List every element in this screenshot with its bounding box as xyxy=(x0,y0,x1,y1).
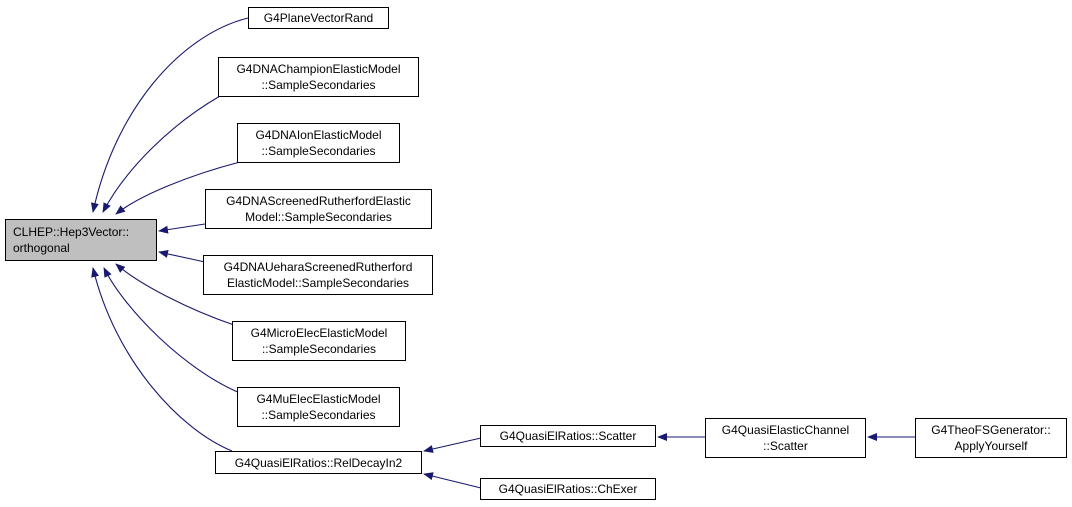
graph-node-muelec[interactable]: G4MuElecElasticModel::SampleSecondaries xyxy=(237,387,400,427)
edge-chexer-to-reldecay xyxy=(423,472,482,489)
graph-node-champion[interactable]: G4DNAChampionElasticModel::SampleSeconda… xyxy=(218,57,419,97)
edge-ion-to-root xyxy=(115,161,241,215)
node-label-line: CLHEP::Hep3Vector:: xyxy=(13,225,130,239)
graph-node-microelec[interactable]: G4MicroElecElasticModel::SampleSecondari… xyxy=(232,321,406,361)
edge-muelec-to-root xyxy=(103,267,241,394)
node-label-line: G4MuElecElasticModel xyxy=(256,392,381,406)
edge-reldecay-to-root xyxy=(91,267,233,452)
graph-node-reldecay[interactable]: G4QuasiElRatios::RelDecayIn2 xyxy=(215,451,422,474)
edge-screened-to-root xyxy=(158,223,206,234)
node-label-line: ::SampleSecondaries xyxy=(261,342,377,356)
edge-scatter-to-reldecay xyxy=(423,437,482,453)
node-label-line: ApplyYourself xyxy=(954,439,1028,453)
node-label-line: ::Scatter xyxy=(763,439,808,453)
node-label-line: G4DNAUeharaScreenedRutherford xyxy=(223,260,413,274)
node-label-line: G4PlaneVectorRand xyxy=(263,11,374,25)
node-label-line: G4MicroElecElasticModel xyxy=(250,326,388,340)
edge-champion-to-root xyxy=(102,95,221,213)
graph-node-theofs[interactable]: G4TheoFSGenerator::ApplyYourself xyxy=(915,418,1067,458)
node-label-line: orthogonal xyxy=(13,241,70,255)
edge-microelec-to-root xyxy=(115,263,235,326)
node-label-line: ::SampleSecondaries xyxy=(261,144,376,158)
graph-root-node: CLHEP::Hep3Vector::orthogonal xyxy=(5,219,157,261)
node-label-line: G4QuasiElRatios::Scatter xyxy=(499,429,637,443)
node-label-line: G4QuasiElasticChannel xyxy=(721,423,850,437)
node-label-line: ::SampleSecondaries xyxy=(261,408,376,422)
node-label-line: G4TheoFSGenerator:: xyxy=(931,423,1051,437)
node-label-line: G4DNAChampionElasticModel xyxy=(236,62,401,76)
graph-node-channel[interactable]: G4QuasiElasticChannel::Scatter xyxy=(705,418,866,458)
graph-node-scatter[interactable]: G4QuasiElRatios::Scatter xyxy=(480,425,656,447)
node-label-line: ElasticModel::SampleSecondaries xyxy=(226,276,410,290)
graph-node-planevec[interactable]: G4PlaneVectorRand xyxy=(248,7,389,29)
node-label-line: ::SampleSecondaries xyxy=(261,78,376,92)
node-label-line: G4DNAIonElasticModel xyxy=(255,128,382,142)
node-label-line: G4QuasiElRatios::RelDecayIn2 xyxy=(234,455,403,470)
edge-planevec-to-root xyxy=(90,17,249,213)
graph-node-chexer[interactable]: G4QuasiElRatios::ChExer xyxy=(480,478,656,500)
node-label-line: Model::SampleSecondaries xyxy=(245,210,392,224)
node-label-line: G4QuasiElRatios::ChExer xyxy=(498,482,638,496)
node-label-line: G4DNAScreenedRutherfordElastic xyxy=(226,194,411,208)
graph-node-ion[interactable]: G4DNAIonElasticModel::SampleSecondaries xyxy=(237,123,400,163)
edge-uehara-to-root xyxy=(158,250,206,263)
